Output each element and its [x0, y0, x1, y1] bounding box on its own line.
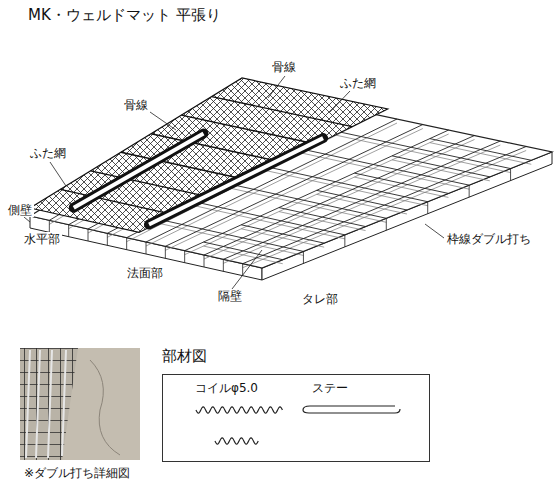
partition-wall: [317, 190, 340, 195]
face-wire: [344, 235, 345, 247]
lid-roll: [149, 138, 323, 224]
partition-wall: [465, 172, 489, 177]
part-symbols: [196, 406, 400, 444]
leader-line: [425, 224, 444, 238]
partition-wall: [401, 183, 425, 188]
leader-line: [330, 91, 350, 112]
partition-wall: [354, 173, 378, 178]
partition-wall: [279, 208, 301, 213]
partition-wall: [223, 250, 243, 254]
face-wire: [68, 225, 69, 237]
leader-line: [150, 112, 176, 130]
part-label: ふた網: [338, 76, 378, 90]
partition-wall: [243, 255, 263, 259]
coil-symbol: [215, 438, 258, 444]
face-wire: [386, 218, 387, 230]
partition-wall: [481, 149, 506, 154]
detail-photo: [20, 348, 140, 460]
partition-wall: [455, 144, 480, 149]
part-label: ※ダブル打ち詳細図: [22, 466, 132, 480]
face-wire: [49, 220, 50, 232]
partition-wall: [392, 156, 416, 161]
lid-roll: [74, 134, 204, 208]
part-label: タレ部: [300, 292, 340, 306]
partition-wall: [344, 226, 366, 231]
partition-wall: [344, 222, 366, 227]
parts-box: 部材図コイルφ5.0 ステー: [162, 347, 428, 461]
partition-wall: [384, 205, 407, 210]
partition-wall: [301, 212, 323, 217]
bone-wire: [212, 97, 352, 127]
leader-line: [232, 250, 262, 289]
face-wire: [126, 238, 127, 250]
partition-wall: [283, 234, 304, 239]
partition-wall: [339, 195, 362, 200]
partition-wall: [303, 239, 324, 244]
stay-symbol: [303, 406, 400, 413]
partition-wall: [417, 161, 441, 166]
part-label: 隔壁: [216, 289, 244, 303]
part-label: 骨線: [270, 60, 298, 74]
face-wire: [469, 185, 470, 197]
partition-wall: [430, 139, 455, 144]
partition-wall: [441, 166, 465, 171]
partition-wall: [263, 259, 283, 263]
face-wire: [510, 169, 511, 181]
partition-wall: [263, 255, 283, 259]
partition-wall: [223, 246, 243, 250]
partition-wall: [241, 225, 262, 230]
face-wire: [88, 229, 89, 241]
part-name: ステー: [312, 381, 348, 395]
partition-wall: [243, 151, 527, 268]
part-label: 側壁: [6, 203, 34, 217]
leader-line: [50, 162, 66, 186]
face-wire: [303, 251, 304, 263]
lid-roll: [74, 134, 204, 208]
face-wire: [184, 251, 185, 263]
box-heading: 部材図: [162, 347, 207, 365]
partition-wall: [204, 242, 224, 246]
face-wire: [427, 202, 428, 214]
face-wire: [107, 233, 108, 245]
partition-wall: [262, 229, 283, 234]
part-label: 骨線: [122, 98, 150, 112]
face-wire: [204, 255, 205, 267]
diagram-title: MK・ウェルドマット 平張り: [28, 6, 221, 24]
face-wire: [242, 264, 243, 276]
face-wire: [146, 242, 147, 254]
part-label: 法面部: [125, 266, 165, 280]
part-label: 水平部: [22, 232, 62, 246]
part-label: ふた網: [28, 146, 68, 160]
partition-wall: [384, 209, 407, 214]
partition-wall: [425, 188, 449, 193]
lid-roll: [149, 138, 323, 224]
face-wire: [165, 246, 166, 258]
part-name: コイルφ5.0: [195, 381, 258, 395]
leader-line: [268, 76, 285, 98]
lid-mesh: [30, 78, 388, 232]
coil-symbol: [196, 407, 282, 413]
partition-wall: [303, 243, 324, 248]
partition-wall: [506, 155, 531, 160]
face-wire: [223, 259, 224, 271]
part-label: 枠線ダブル打ち: [445, 232, 533, 246]
partition-wall: [378, 178, 402, 183]
leader-line: [24, 217, 30, 222]
partition-wall: [362, 200, 385, 205]
partition-wall: [322, 217, 344, 222]
